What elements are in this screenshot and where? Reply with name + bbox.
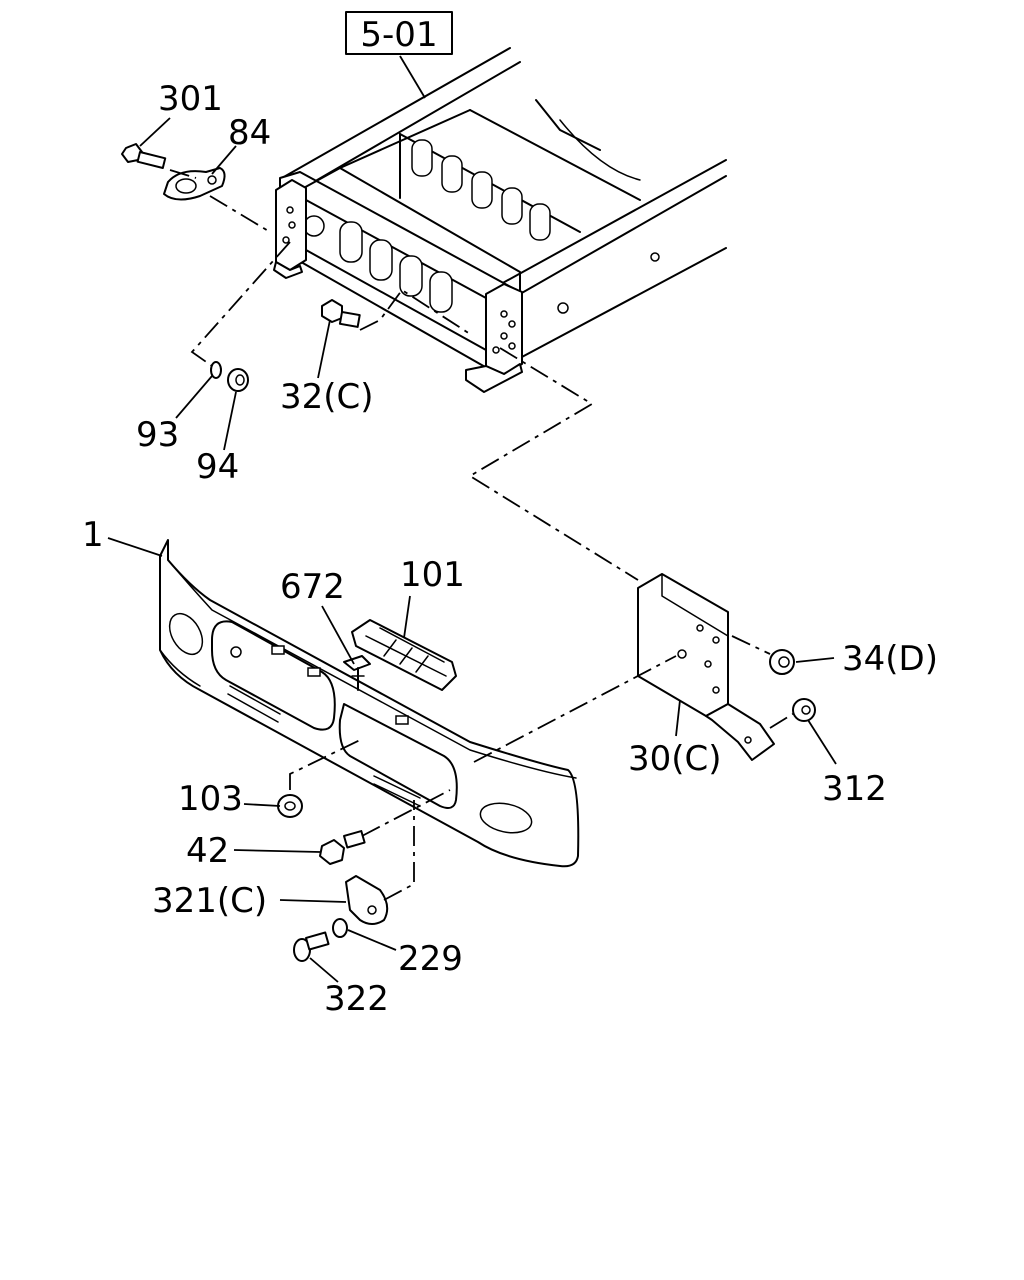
washer-229[interactable] [332, 918, 348, 938]
washer-93[interactable] [210, 361, 222, 379]
nut-34d[interactable] [769, 649, 795, 675]
callout-84[interactable]: 84 [228, 113, 271, 153]
step-pad-101[interactable] [351, 619, 457, 691]
clip-672[interactable] [343, 655, 371, 691]
callout-301[interactable]: 301 [158, 79, 223, 119]
bracket-30c[interactable] [637, 573, 775, 761]
frame-assembly [273, 47, 727, 393]
nut-103[interactable] [277, 794, 303, 818]
callout-1[interactable]: 1 [82, 515, 104, 555]
callout-labels: 301 84 93 94 32(C) 1 672 101 34(D) 30(C)… [82, 79, 938, 1019]
callout-672[interactable]: 672 [280, 567, 345, 607]
bolt-32c[interactable] [321, 299, 361, 328]
callout-93[interactable]: 93 [136, 415, 179, 455]
reference-box[interactable]: 5-01 [345, 11, 453, 99]
callout-321c[interactable]: 321(C) [152, 881, 267, 921]
bolt-42[interactable] [319, 830, 366, 865]
callout-312[interactable]: 312 [822, 769, 887, 809]
bolt-301[interactable] [121, 143, 167, 169]
callout-229[interactable]: 229 [398, 939, 463, 979]
callout-103[interactable]: 103 [178, 779, 243, 819]
bumper[interactable] [159, 539, 580, 868]
callout-34d[interactable]: 34(D) [842, 639, 938, 679]
callout-101[interactable]: 101 [400, 555, 465, 595]
callout-30c[interactable]: 30(C) [628, 739, 722, 779]
nut-94[interactable] [227, 368, 249, 392]
bracket-321c[interactable] [345, 875, 389, 925]
tow-hook[interactable] [163, 167, 226, 201]
reference-label: 5-01 [360, 15, 437, 55]
callout-94[interactable]: 94 [196, 447, 239, 487]
bolt-322[interactable] [293, 931, 330, 962]
nut-312[interactable] [792, 698, 816, 722]
leader-lines [107, 117, 837, 983]
callout-42[interactable]: 42 [186, 831, 229, 871]
callout-322[interactable]: 322 [324, 979, 389, 1019]
callout-32c[interactable]: 32(C) [280, 377, 374, 417]
